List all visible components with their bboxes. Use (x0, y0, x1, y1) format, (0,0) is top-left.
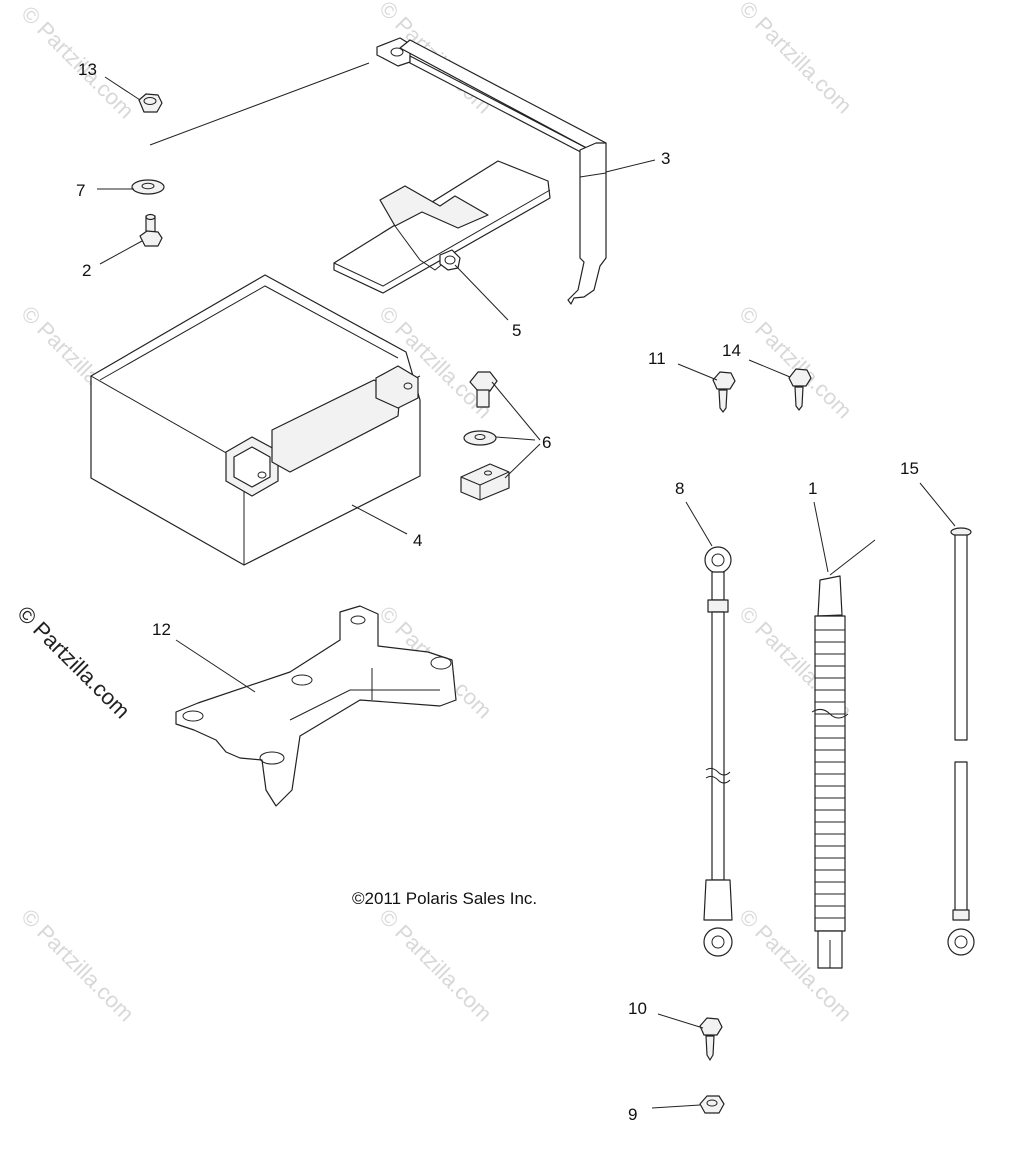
watermark-3: © Partzilla.com (734, 0, 857, 118)
callout-3: 3 (661, 149, 670, 168)
part-5-strap (333, 160, 551, 294)
part-10-bolt (699, 1017, 723, 1061)
callout-15: 15 (900, 459, 919, 478)
callout-6: 6 (542, 433, 551, 452)
callout-13: 13 (78, 60, 97, 79)
callouts: 13 7 2 3 5 6 4 12 11 14 8 1 15 10 9 (76, 60, 919, 1124)
part-1-vent-tube (811, 539, 876, 969)
watermark-9: © Partzilla.com (16, 904, 139, 1027)
callout-11: 11 (648, 349, 666, 368)
callout-12: 12 (152, 620, 171, 639)
leader-lines (97, 62, 956, 1109)
watermark-10: © Partzilla.com (374, 904, 497, 1027)
watermarks: © Partzilla.com © Partzilla.com © Partzi… (12, 0, 857, 1026)
part-11-bolt (712, 371, 736, 413)
callout-9: 9 (628, 1105, 637, 1124)
part-3-bracket (376, 37, 607, 305)
callout-14: 14 (722, 341, 741, 360)
callout-1: 1 (808, 479, 817, 498)
part-8-cable (703, 546, 733, 957)
callout-10: 10 (628, 999, 647, 1018)
callout-7: 7 (76, 181, 85, 200)
callout-4: 4 (413, 531, 422, 550)
part-9-nut (699, 1095, 725, 1114)
part-6-terminal-hardware (460, 371, 510, 501)
part-2-stud (139, 213, 163, 247)
part-12-tray (175, 605, 457, 807)
callout-5: 5 (512, 321, 521, 340)
part-7-washer (131, 179, 165, 195)
part-15-strap (947, 527, 975, 956)
callout-2: 2 (82, 261, 91, 280)
copyright-notice: ©2011 Polaris Sales Inc. (352, 889, 537, 908)
part-4-battery (90, 274, 421, 566)
watermark-prominent: © Partzilla.com (12, 601, 135, 724)
part-13-nut (138, 93, 163, 113)
part-14-bolt (788, 368, 812, 411)
callout-8: 8 (675, 479, 684, 498)
